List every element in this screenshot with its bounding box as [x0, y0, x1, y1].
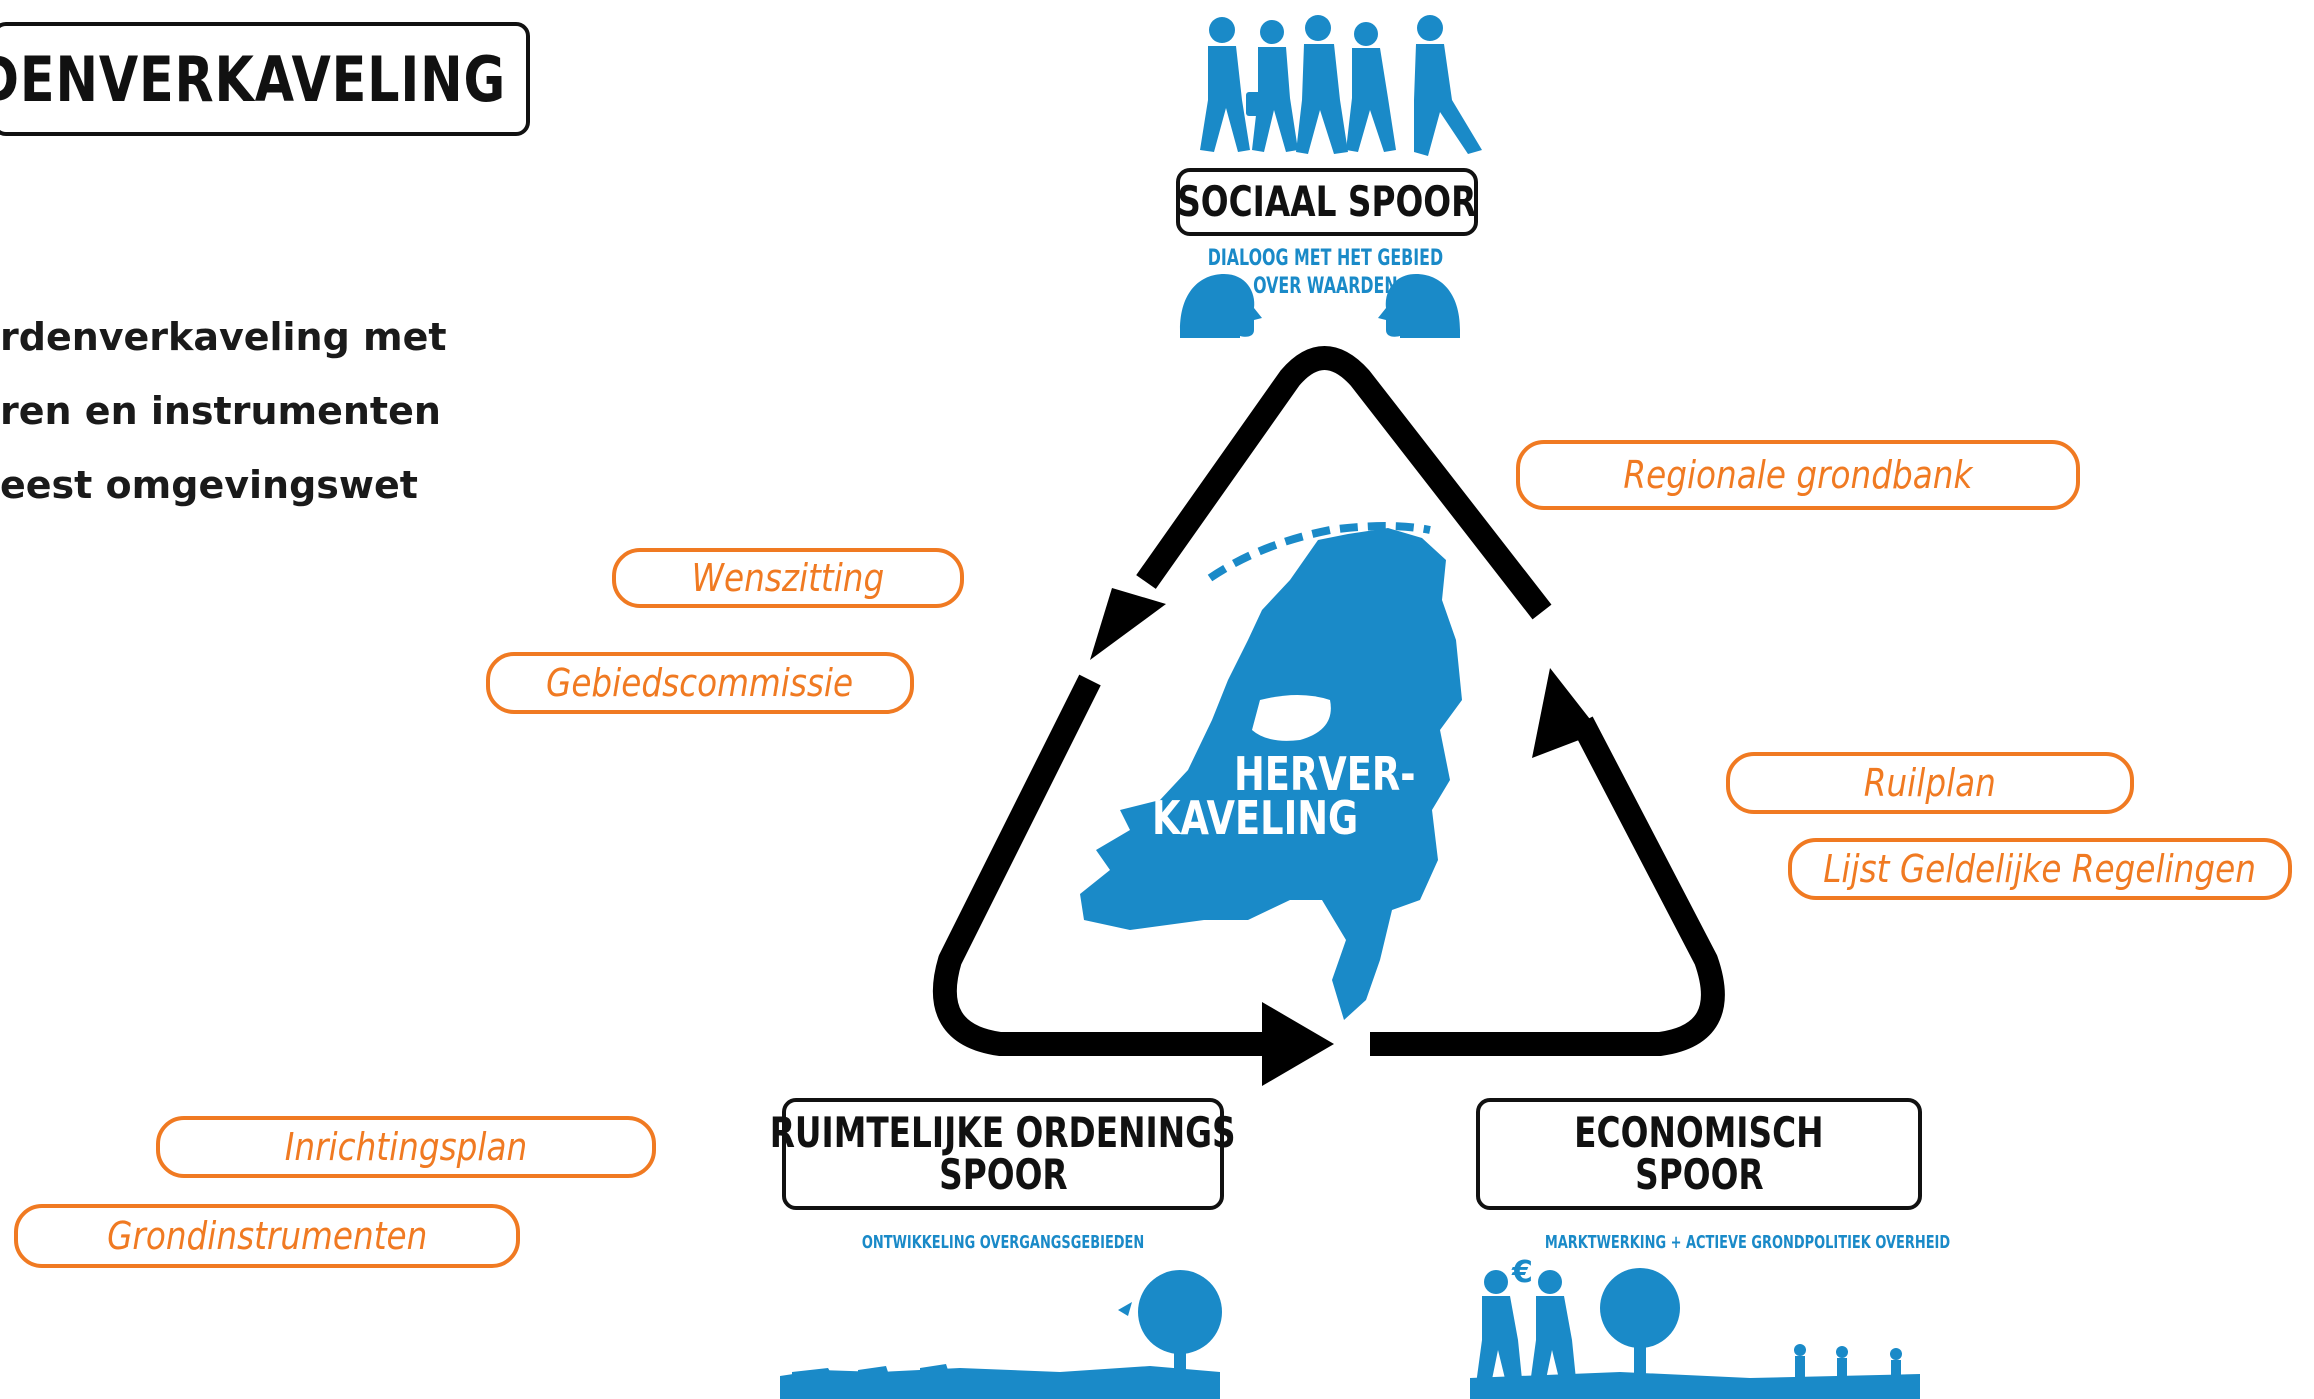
cycle-arrow-top: [1136, 346, 1552, 620]
spatial-caption: ONTWIKKELING OVERGANGSGEBIEDEN: [861, 1232, 1145, 1253]
landscape-economic: €: [1470, 1255, 1920, 1399]
landscape-spatial: [780, 1270, 1222, 1399]
page-title: RDENVERKAVELING: [0, 42, 506, 116]
pill-wenszitting: Wenszitting: [612, 548, 964, 608]
cycle-arrow-left: [932, 674, 1290, 1056]
economic-caption: MARKTWERKING + ACTIEVE GRONDPOLITIEK OVE…: [1544, 1232, 1951, 1253]
arrowhead-bottom: [1262, 1002, 1334, 1086]
head-profile-icon: [1180, 274, 1460, 338]
subtitle-line-1: rdenverkaveling met: [0, 315, 447, 359]
title-box: RDENVERKAVELING: [0, 22, 530, 136]
economic-track-box: ECONOMISCH SPOOR: [1476, 1098, 1922, 1210]
tree-icon: [1600, 1268, 1680, 1348]
pill-gebiedscommissie: Gebiedscommissie: [486, 652, 914, 714]
arrowhead-left: [1090, 588, 1166, 660]
cow-icon: [792, 1368, 834, 1380]
pill-inrichtingsplan: Inrichtingsplan: [156, 1116, 656, 1178]
cycle-arrows: [932, 346, 1725, 1056]
handshake-euro-icon: €: [1474, 1255, 1578, 1399]
center-label-line-1: HERVER-: [1234, 747, 1416, 801]
social-track-label: SOCIAAL SPOOR: [1177, 177, 1477, 226]
pill-ruilplan: Ruilplan: [1726, 752, 2134, 814]
cycle-arrow-right: [1370, 716, 1725, 1056]
arrowhead-right: [1532, 668, 1600, 758]
spatial-track-label-1: RUIMTELIJKE ORDENINGS: [770, 1108, 1236, 1157]
economic-track-label-1: ECONOMISCH: [1574, 1108, 1824, 1157]
subtitle: rdenverkaveling met ren en instrumenten …: [0, 300, 560, 522]
economic-track-label-2: SPOOR: [1634, 1150, 1764, 1199]
pill-grondinstrumenten: Grondinstrumenten: [14, 1204, 520, 1268]
social-caption-line-2: OVER WAARDEN: [1252, 274, 1398, 299]
center-label: HERVER- KAVELING: [1152, 747, 1461, 845]
bird-icon: [1118, 1302, 1132, 1316]
netherlands-map: [1080, 528, 1462, 1020]
tree-icon: [1138, 1270, 1222, 1354]
social-caption-line-1: DIALOOG MET HET GEBIED: [1207, 246, 1443, 271]
spatial-track-box: RUIMTELIJKE ORDENINGS SPOOR: [770, 1098, 1236, 1210]
svg-text:€: €: [1511, 1255, 1533, 1290]
subtitle-line-3: eest omgevingswet: [0, 463, 418, 507]
people-walking-icon: [1200, 15, 1482, 156]
pill-regionale-grondbank: Regionale grondbank: [1516, 440, 2080, 510]
ijsselmeer: [1252, 695, 1331, 741]
wadden-islands: [1207, 522, 1431, 582]
pill-lijst-geldelijke-regelingen: Lijst Geldelijke Regelingen: [1788, 838, 2292, 900]
social-track-box: SOCIAAL SPOOR: [1176, 168, 1478, 236]
spatial-track-label-2: SPOOR: [938, 1150, 1068, 1199]
subtitle-line-2: ren en instrumenten: [0, 389, 441, 433]
center-label-line-2: KAVELING: [1152, 791, 1359, 845]
